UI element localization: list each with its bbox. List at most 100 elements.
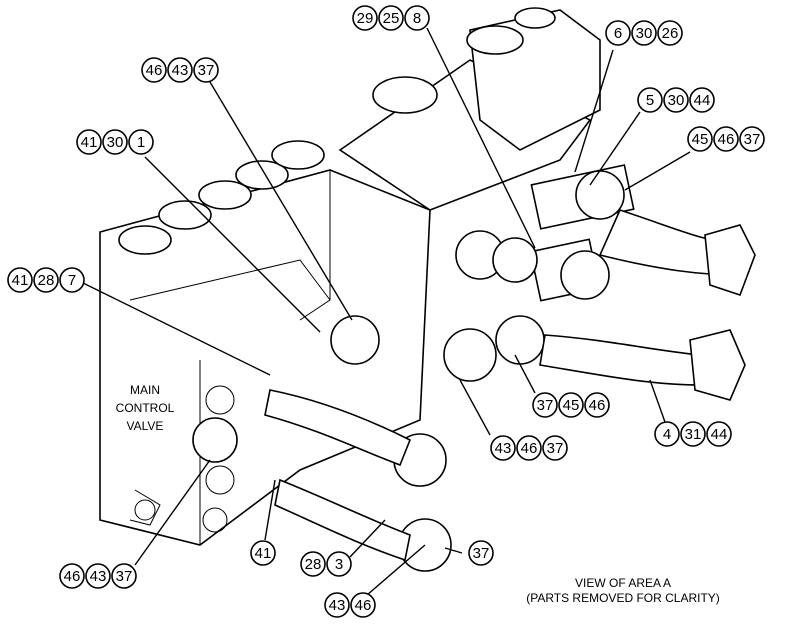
bubble-circle	[687, 126, 713, 152]
part-number-bubble: 46	[516, 435, 542, 461]
part-number: 45	[692, 131, 709, 148]
part-number-bubble: 37	[542, 435, 568, 461]
view-caption: VIEW OF AREA A (PARTS REMOVED FOR CLARIT…	[526, 576, 720, 605]
valve-label-line-3: VALVE	[127, 419, 164, 433]
part-number-bubble: 26	[657, 20, 683, 46]
part-number: 37	[473, 545, 490, 562]
bubble-circle	[490, 435, 516, 461]
part-number: 6	[614, 25, 622, 42]
part-number-bubble: 7	[59, 267, 85, 293]
part-number: 25	[383, 10, 400, 27]
part-number-bubble: 3	[326, 551, 352, 577]
part-number-bubble: 25	[378, 5, 404, 31]
part-number: 43	[495, 440, 512, 457]
bubble-circle	[605, 20, 631, 46]
bubble-circle	[59, 267, 85, 293]
bubble-circle	[141, 57, 167, 83]
part-number-bubble: 4	[654, 421, 680, 447]
bubble-circle	[663, 87, 689, 113]
part-number-bubble: 6	[605, 20, 631, 46]
part-number: 41	[12, 272, 29, 289]
bubble-circle	[584, 392, 610, 418]
part-number: 4	[663, 426, 671, 443]
part-number-bubble: 29	[352, 5, 378, 31]
part-number: 46	[718, 131, 735, 148]
part-number-bubble: 30	[102, 129, 128, 155]
part-number: 37	[744, 131, 761, 148]
part-number: 45	[563, 397, 580, 414]
bubble-circle	[404, 5, 430, 31]
part-number: 37	[198, 62, 215, 79]
part-number-bubble: 44	[689, 87, 715, 113]
part-number-bubble: 45	[558, 392, 584, 418]
bubble-circle	[350, 592, 376, 618]
bubble-circle	[7, 267, 33, 293]
part-number: 46	[521, 440, 538, 457]
callout-29-25-8: 29 25 8	[352, 5, 430, 31]
bubble-circle	[85, 563, 111, 589]
bubble-circle	[352, 5, 378, 31]
part-number-bubble: 37	[739, 126, 765, 152]
part-number-bubble: 44	[706, 421, 732, 447]
part-number: 30	[668, 92, 685, 109]
part-number: 46	[146, 62, 163, 79]
part-number-bubble: 5	[637, 87, 663, 113]
part-number: 28	[305, 556, 322, 573]
bubble-circle	[59, 563, 85, 589]
part-number-bubble: 43	[324, 592, 350, 618]
bubble-circle	[378, 5, 404, 31]
part-number: 43	[329, 597, 346, 614]
part-number-bubble: 30	[663, 87, 689, 113]
part-number-bubble: 41	[250, 540, 276, 566]
part-number-bubble: 37	[468, 540, 494, 566]
bubble-circle	[128, 129, 154, 155]
part-number-bubble: 37	[532, 392, 558, 418]
bubble-circle	[193, 57, 219, 83]
callout-45-46-37: 45 46 37	[687, 126, 765, 152]
part-number-bubble: 31	[680, 421, 706, 447]
part-number: 1	[137, 134, 145, 151]
bubble-circle	[657, 20, 683, 46]
part-number-bubble: 43	[167, 57, 193, 83]
valve-artwork	[99, 7, 756, 572]
bubble-circle	[689, 87, 715, 113]
part-number: 43	[90, 568, 107, 585]
part-number: 30	[107, 134, 124, 151]
part-number: 30	[636, 25, 653, 42]
part-number: 37	[537, 397, 554, 414]
part-number: 8	[413, 10, 421, 27]
bubble-circle	[326, 551, 352, 577]
part-number-bubble: 37	[193, 57, 219, 83]
bubble-circle	[516, 435, 542, 461]
valve-label-line-2: CONTROL	[116, 401, 175, 415]
part-number: 41	[255, 545, 272, 562]
bubble-circle	[739, 126, 765, 152]
caption-line-2: (PARTS REMOVED FOR CLARITY)	[526, 591, 720, 605]
part-number: 44	[711, 426, 728, 443]
part-number-bubble: 45	[687, 126, 713, 152]
part-number-bubble: 46	[713, 126, 739, 152]
callout-41: 41	[250, 540, 276, 566]
part-number-bubble: 46	[59, 563, 85, 589]
part-number: 46	[589, 397, 606, 414]
part-number-bubble: 43	[490, 435, 516, 461]
bubble-circle	[76, 129, 102, 155]
part-number: 43	[172, 62, 189, 79]
bubble-circle	[532, 392, 558, 418]
bubble-circle	[680, 421, 706, 447]
bubble-circle	[542, 435, 568, 461]
bubble-circle	[468, 540, 494, 566]
part-number: 46	[355, 597, 372, 614]
callout-37-45-46: 37 45 46	[532, 392, 610, 418]
valve-label: MAIN CONTROL VALVE	[116, 383, 175, 433]
part-number-bubble: 1	[128, 129, 154, 155]
